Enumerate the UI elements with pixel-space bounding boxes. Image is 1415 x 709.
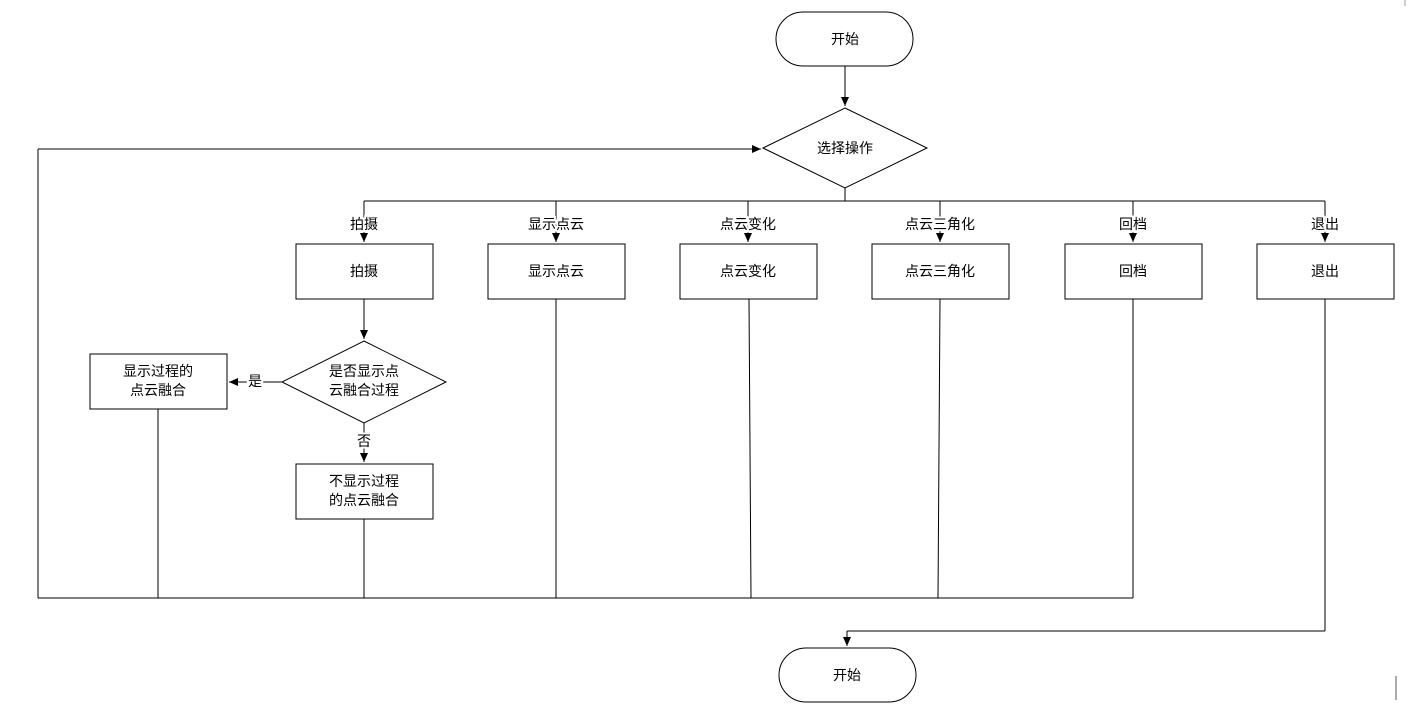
branch-rollback: 回档 [1117, 201, 1149, 242]
process-box-hide-process [295, 463, 434, 520]
return-drop-transform [748, 298, 752, 599]
decision-show-fusion [280, 340, 448, 424]
end-terminal [778, 647, 917, 703]
yes-label: 是 [248, 374, 262, 390]
process-box-show-process-line2: 点云融合 [130, 383, 186, 399]
process-box-rollback [1064, 243, 1203, 300]
return-drop-triangulate [937, 298, 941, 599]
branch-label-exit: 退出 [1311, 217, 1339, 233]
process-box-show-process [89, 353, 228, 410]
process-box-hide-process-line1: 不显示过程 [329, 474, 399, 490]
branch-label-show-cloud: 显示点云 [528, 217, 584, 233]
process-box-shoot-label: 拍摄 [350, 264, 378, 280]
branch-exit: 退出 [1309, 201, 1341, 242]
process-box-show-cloud [487, 243, 626, 300]
process-box-show-cloud-label: 显示点云 [528, 264, 584, 280]
end-label: 开始 [833, 668, 861, 684]
decision-show-fusion-line1: 是否显示点 [329, 364, 399, 380]
process-box-rollback-label: 回档 [1119, 264, 1147, 280]
branch-show-cloud: 显示点云 [526, 201, 586, 242]
process-box-transform [679, 243, 818, 300]
branch-label-rollback: 回档 [1119, 217, 1147, 233]
process-box-show-process-line1: 显示过程的 [123, 364, 193, 380]
decision-select-operation-label: 选择操作 [817, 141, 873, 157]
process-box-transform-label: 点云变化 [720, 264, 776, 280]
process-box-shoot [295, 243, 434, 300]
branch-label-transform: 点云变化 [720, 217, 776, 233]
branch-transform: 点云变化 [718, 201, 778, 242]
start-label: 开始 [831, 32, 859, 48]
branch-label-shoot: 拍摄 [350, 217, 378, 233]
branch-triangulate: 点云三角化 [903, 201, 977, 242]
decision-show-fusion-line2: 云融合过程 [329, 383, 399, 399]
process-box-hide-process-line2: 的点云融合 [329, 493, 399, 509]
no-label: 否 [357, 434, 371, 450]
process-box-exit-label: 退出 [1311, 264, 1339, 280]
process-box-exit [1256, 243, 1395, 300]
process-box-triangulate [871, 243, 1010, 300]
branch-shoot: 拍摄 [348, 201, 380, 242]
process-box-triangulate-label: 点云三角化 [905, 264, 975, 280]
branch-label-triangulate: 点云三角化 [905, 217, 975, 233]
